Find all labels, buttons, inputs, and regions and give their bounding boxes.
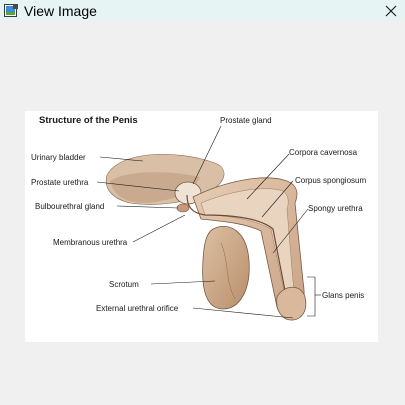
anatomy-illustration: Structure of the Penis [31, 115, 366, 321]
label-prostate-urethra: Prostate urethra [31, 178, 89, 187]
close-button[interactable] [377, 0, 405, 21]
window-title: View Image [24, 2, 97, 19]
label-glans-penis: Glans penis [322, 291, 364, 300]
glans-shape [276, 286, 307, 321]
label-external-urethral-orifice: External urethral orifice [96, 304, 179, 313]
scrotum-shape [202, 225, 250, 310]
figure-title: Structure of the Penis [39, 115, 138, 126]
label-urinary-bladder: Urinary bladder [31, 153, 86, 162]
label-corpus-spongiosum: Corpus spongiosum [295, 176, 366, 185]
leader-lines [96, 125, 321, 319]
label-membranous-urethra: Membranous urethra [53, 238, 128, 247]
displayed-image: Structure of the Penis [25, 111, 378, 342]
bulbourethral-gland-shape [176, 203, 190, 213]
label-corpora-cavernosa: Corpora cavernosa [289, 148, 358, 157]
image-viewer-area: Structure of the Penis [0, 21, 405, 405]
label-bulbourethral-gland: Bulbourethral gland [35, 202, 104, 211]
scrotum-detail [220, 242, 236, 300]
image-icon [4, 3, 18, 18]
label-prostate-gland: Prostate gland [220, 116, 272, 125]
close-icon [385, 5, 397, 16]
label-scrotum: Scrotum [109, 280, 139, 289]
title-bar[interactable]: View Image [0, 0, 405, 21]
corpora-cavernosa-shape [200, 188, 294, 306]
label-spongy-urethra: Spongy urethra [308, 204, 363, 213]
